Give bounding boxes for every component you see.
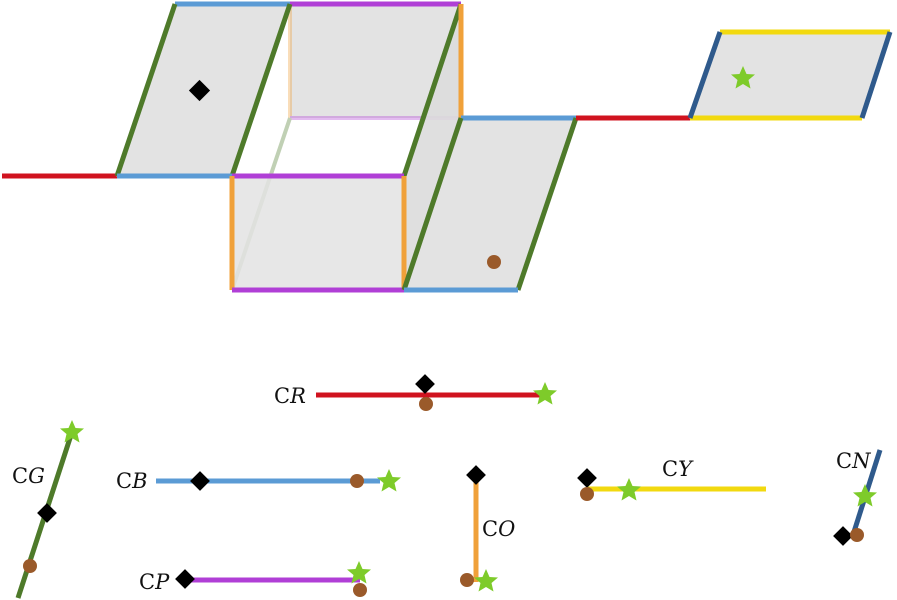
segment-label-CN: CN	[836, 449, 871, 473]
green-edge-box	[401, 3, 464, 177]
black-diamond	[188, 79, 211, 102]
black-diamond	[577, 468, 597, 488]
green-edge-right-lower-left	[401, 117, 464, 291]
unfolded-surface	[2, 1, 893, 293]
black-diamond	[175, 569, 195, 589]
brown-dot	[487, 255, 501, 269]
green-edge-left	[114, 3, 178, 177]
green-star	[377, 469, 401, 492]
segment-CY: CY	[577, 457, 766, 501]
segment-CP: CP	[139, 561, 371, 597]
face-box-side	[404, 4, 461, 290]
face-box-back	[290, 4, 461, 118]
green-edge-inner	[229, 3, 293, 177]
segment-CN: CN	[833, 449, 883, 546]
black-diamond	[190, 471, 210, 491]
brown-dot	[580, 487, 594, 501]
segment-label-CP: CP	[139, 570, 170, 594]
black-diamond	[466, 465, 486, 485]
brown-dot	[23, 559, 37, 573]
segment-CG: CG	[12, 420, 84, 599]
brown-dot	[460, 573, 474, 587]
brown-dot	[419, 397, 433, 411]
brown-dot	[350, 474, 364, 488]
black-diamond	[415, 374, 435, 394]
navy-edge-right	[859, 31, 893, 119]
green-star	[60, 420, 84, 443]
segment-label-CB: CB	[116, 469, 148, 493]
segment-CR: CR	[274, 374, 557, 411]
green-star	[533, 382, 557, 405]
green-edge-right-lower-right	[515, 117, 579, 291]
brown-dot	[850, 528, 864, 542]
segment-label-CY: CY	[662, 457, 694, 481]
green-star	[474, 569, 498, 592]
face-box-front	[232, 176, 404, 290]
green-star	[617, 478, 641, 501]
black-diamond	[37, 503, 57, 523]
segment-label-CR: CR	[274, 384, 306, 408]
face-far-right	[689, 31, 891, 119]
green-star	[347, 561, 371, 584]
green-star	[731, 66, 755, 89]
segment-CB: CB	[116, 469, 401, 493]
brown-dot	[353, 583, 367, 597]
navy-edge-left	[687, 31, 723, 119]
segment-label-CO: CO	[482, 517, 515, 541]
segment-legend: CR CG CB CO	[12, 374, 883, 599]
segment-label-CG: CG	[12, 464, 45, 488]
black-diamond	[833, 526, 853, 546]
green-star	[853, 484, 877, 507]
segment-CO: CO	[460, 465, 515, 592]
